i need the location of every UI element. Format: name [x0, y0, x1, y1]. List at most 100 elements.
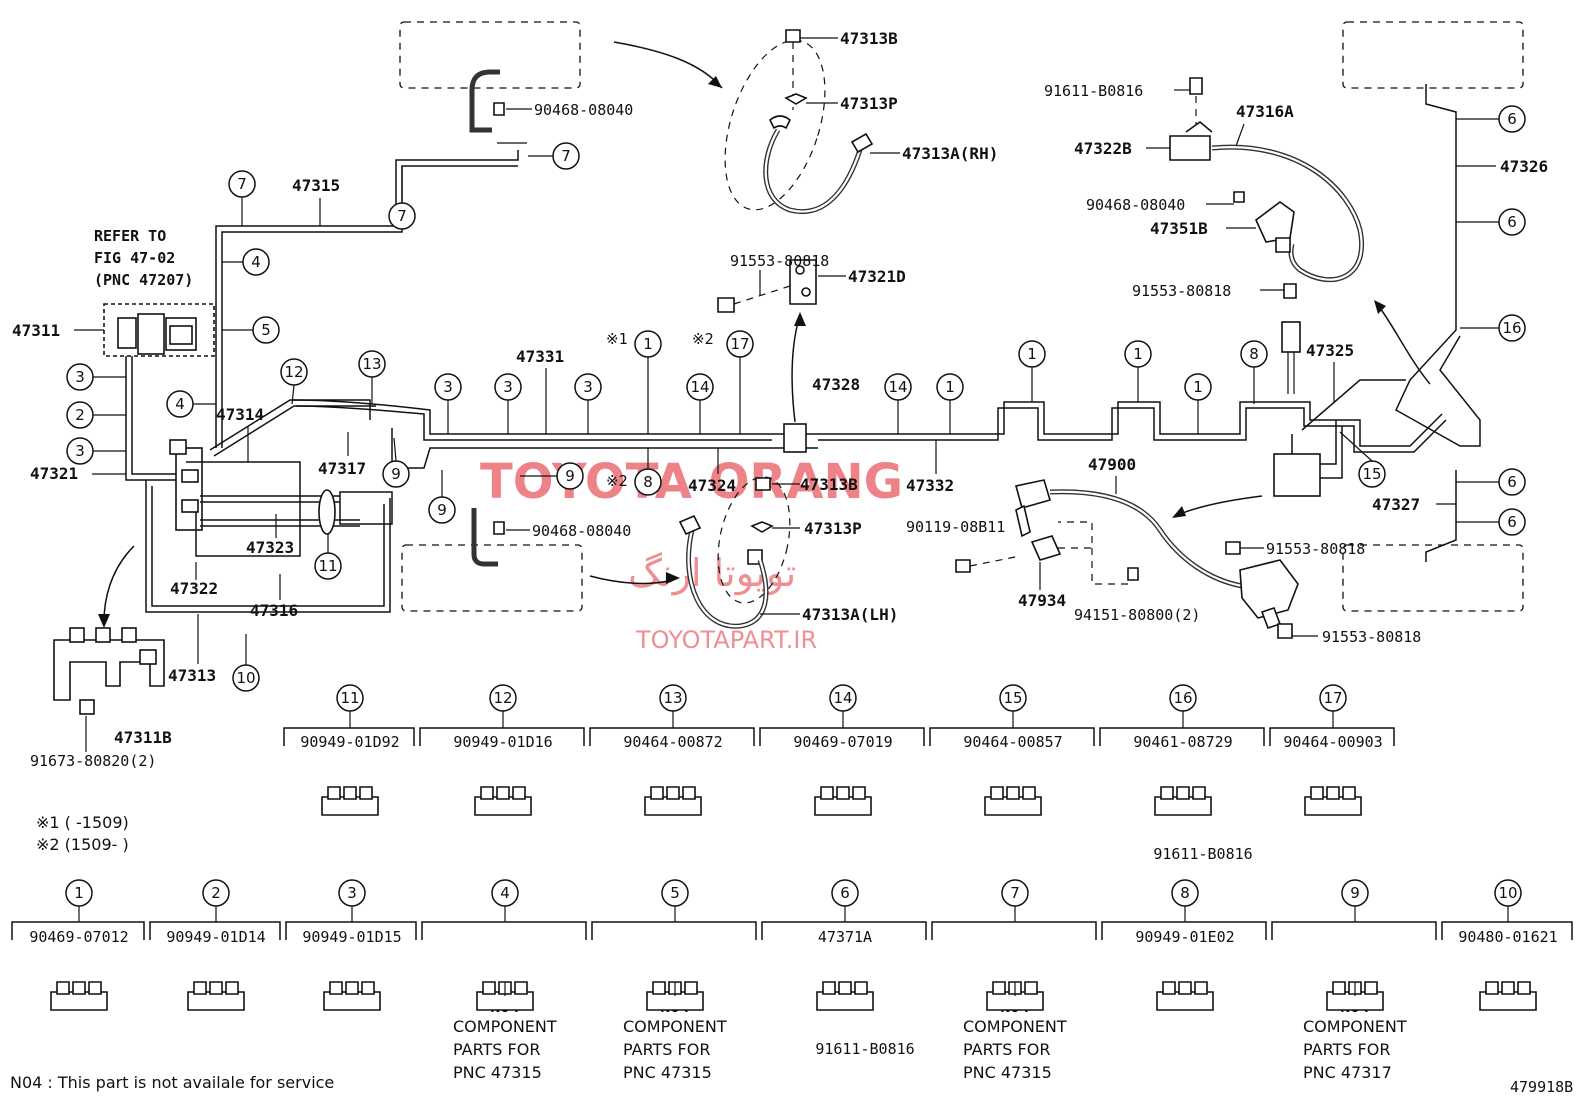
bracket-47321D: [717, 259, 817, 313]
master-cylinder-valve: [103, 303, 215, 357]
component-note: PARTS FOR: [453, 1040, 540, 1059]
marker-number: 9: [1350, 884, 1360, 902]
marker-10: 10: [1494, 879, 1522, 907]
part-number-label: 47371A: [818, 928, 872, 946]
marker-9: 9: [556, 462, 584, 490]
svg-text:6: 6: [1507, 110, 1517, 128]
marker-1: 1: [1018, 340, 1046, 368]
callout-47328: 47328: [812, 375, 860, 394]
marker-13: 13: [358, 350, 386, 378]
marker-1: 1: [1184, 373, 1212, 401]
callout-47321D: 47321D: [848, 267, 906, 286]
marker-number: 3: [347, 884, 357, 902]
svg-text:4: 4: [251, 253, 261, 271]
refer-note-line3: (PNC 47207): [94, 271, 193, 289]
marker-3: 3: [434, 373, 462, 401]
svg-text:17: 17: [730, 335, 749, 353]
callout-91553-a: 91553-80818: [730, 252, 829, 270]
callout-91611-top: 91611-B0816: [1044, 82, 1143, 100]
svg-text:13: 13: [362, 355, 381, 373]
callout-94151: 94151-80800(2): [1074, 606, 1200, 624]
callout-90468-top: 90468-08040: [534, 101, 633, 119]
svg-text:12: 12: [284, 363, 303, 381]
footnote-1: ※1 ( -1509): [36, 813, 129, 832]
callout-47934: 47934: [1018, 591, 1066, 610]
marker-6: 6: [1498, 208, 1526, 236]
callout-47315: 47315: [292, 176, 340, 195]
part-number-label: 90949-01D16: [453, 733, 552, 751]
marker-3: 3: [494, 373, 522, 401]
marker-number: 15: [1003, 689, 1022, 707]
bottom-cell-10: 10 90480-01621: [1441, 879, 1573, 1011]
callout-47311B: 47311B: [114, 728, 172, 747]
sub-part-label: 91611-B0816: [815, 1040, 914, 1058]
marker-number: 7: [1010, 884, 1020, 902]
svg-text:9: 9: [565, 467, 575, 485]
figure-id: 479918B: [1510, 1078, 1573, 1096]
part-number-label: 90469-07012: [29, 928, 128, 946]
callout-47313: 47313: [168, 666, 216, 685]
svg-text:11: 11: [318, 557, 337, 575]
callout-47321: 47321: [30, 464, 78, 483]
callout-91553-d: 91553-80818: [1322, 628, 1421, 646]
marker-number: 10: [1498, 884, 1517, 902]
callout-47313B-mid: 47313B: [800, 475, 858, 494]
flex-hose-47316A-group: [1169, 77, 1364, 299]
marker-5: 5: [661, 879, 689, 907]
svg-text:3: 3: [583, 378, 593, 396]
marker-14: 14: [884, 373, 912, 401]
marker-11: 11: [336, 684, 364, 712]
part-number-label: 90464-00857: [963, 733, 1062, 751]
svg-text:7: 7: [561, 147, 571, 165]
marker-number: 16: [1173, 689, 1192, 707]
marker-2: 2: [202, 879, 230, 907]
marker-number: 1: [74, 884, 84, 902]
callout-47313B-top: 47313B: [840, 29, 898, 48]
marker-17: 17: [726, 330, 754, 358]
marker-11: 11: [314, 552, 342, 580]
pipe-47326-route: [1301, 84, 1481, 562]
ref-box-right-bottom: [1342, 544, 1524, 612]
watermark-url: TOYOTAPART.IR: [635, 626, 817, 654]
marker-12: 12: [280, 358, 308, 386]
flex-hose-rh-group: [724, 29, 874, 215]
marker-number: 11: [340, 689, 359, 707]
marker-7: 7: [388, 202, 416, 230]
component-note: PNC 47315: [623, 1063, 712, 1082]
callout-47322: 47322: [170, 579, 218, 598]
marker-3: 3: [574, 373, 602, 401]
marker-1: 1: [634, 330, 662, 358]
note-star1: ※1: [606, 330, 628, 348]
marker-9: 9: [382, 460, 410, 488]
marker-9: 9: [428, 496, 456, 524]
marker-8: 8: [634, 468, 662, 496]
callout-47322B: 47322B: [1074, 139, 1132, 158]
svg-text:1: 1: [1133, 345, 1143, 363]
component-note: COMPONENT: [963, 1017, 1067, 1036]
callout-91553-b: 91553-80818: [1132, 282, 1231, 300]
svg-text:4: 4: [175, 395, 185, 413]
marker-12: 12: [489, 684, 517, 712]
component-note: COMPONENT: [453, 1017, 557, 1036]
callout-47326: 47326: [1500, 157, 1548, 176]
marker-number: 17: [1323, 689, 1342, 707]
svg-text:6: 6: [1507, 213, 1517, 231]
marker-6: 6: [1498, 508, 1526, 536]
component-note: PNC 47315: [963, 1063, 1052, 1082]
component-note: PARTS FOR: [1303, 1040, 1390, 1059]
clip-markers: 7 7 7 4 5 4 3 2 3 12 13 9 9 9 11 10: [66, 105, 1526, 692]
marker-5: 5: [252, 316, 280, 344]
arrow-to-rh-hose: [613, 41, 723, 89]
callout-47316A: 47316A: [1236, 102, 1294, 121]
marker-1: 1: [65, 879, 93, 907]
marker-14: 14: [686, 373, 714, 401]
svg-text:8: 8: [1249, 345, 1259, 363]
top-cell-12: 12 90949-01D16: [419, 684, 585, 816]
part-number-label: 90480-01621: [1458, 928, 1557, 946]
